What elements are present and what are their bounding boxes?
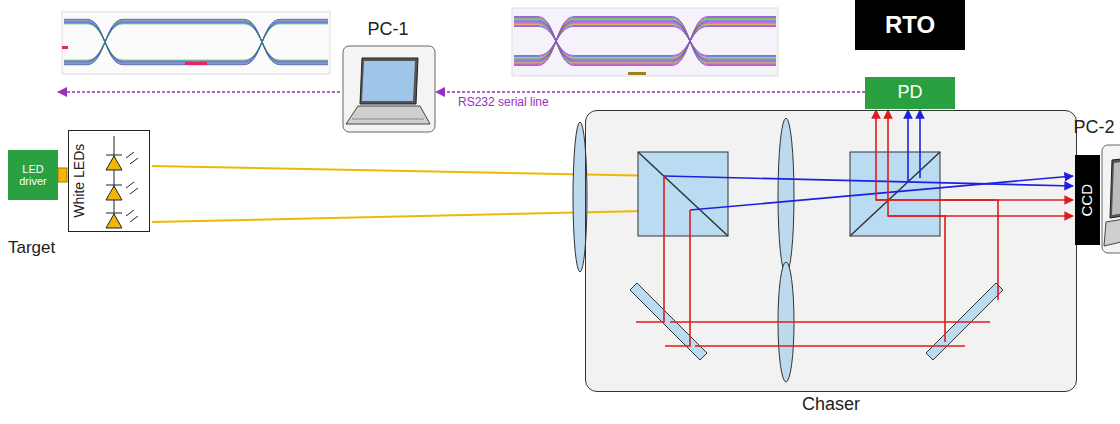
instrument-box: RTO [855,0,965,50]
led-symbols [106,136,138,228]
eye-traces [64,19,328,64]
part-label: Target [8,238,55,258]
eye-diagram [62,12,330,74]
node-label: PC-1 [367,20,408,40]
node-label: PC-2 [1073,118,1114,138]
chaser-panel: Chaser [585,110,1077,392]
node-label: Chaser [586,395,1076,415]
computer-node: PC-1 [340,20,436,132]
chaser-housing [586,111,1076,391]
laptop-icon [1102,145,1120,253]
detector-box: PD [865,77,955,109]
computer-node: PC-2 [1070,118,1118,250]
node-label: LED driver [11,163,55,187]
eye-diagram [512,8,778,76]
serial-connector [58,91,340,93]
node-label: PD [897,83,922,103]
node-label: RTO [885,12,935,38]
led-array-box: White LEDs [68,130,150,232]
driver-box: LED driver [8,150,58,200]
node-label: White LEDs [72,144,87,218]
beamsplitter [638,152,728,236]
edge-label: RS232 serial line [456,95,551,109]
camera-box: CCD [1075,155,1100,245]
serial-connector [436,91,865,93]
node-label: CCD [1079,184,1096,217]
laptop-icon [343,46,435,132]
lens [778,118,794,274]
eye-traces [514,17,776,66]
